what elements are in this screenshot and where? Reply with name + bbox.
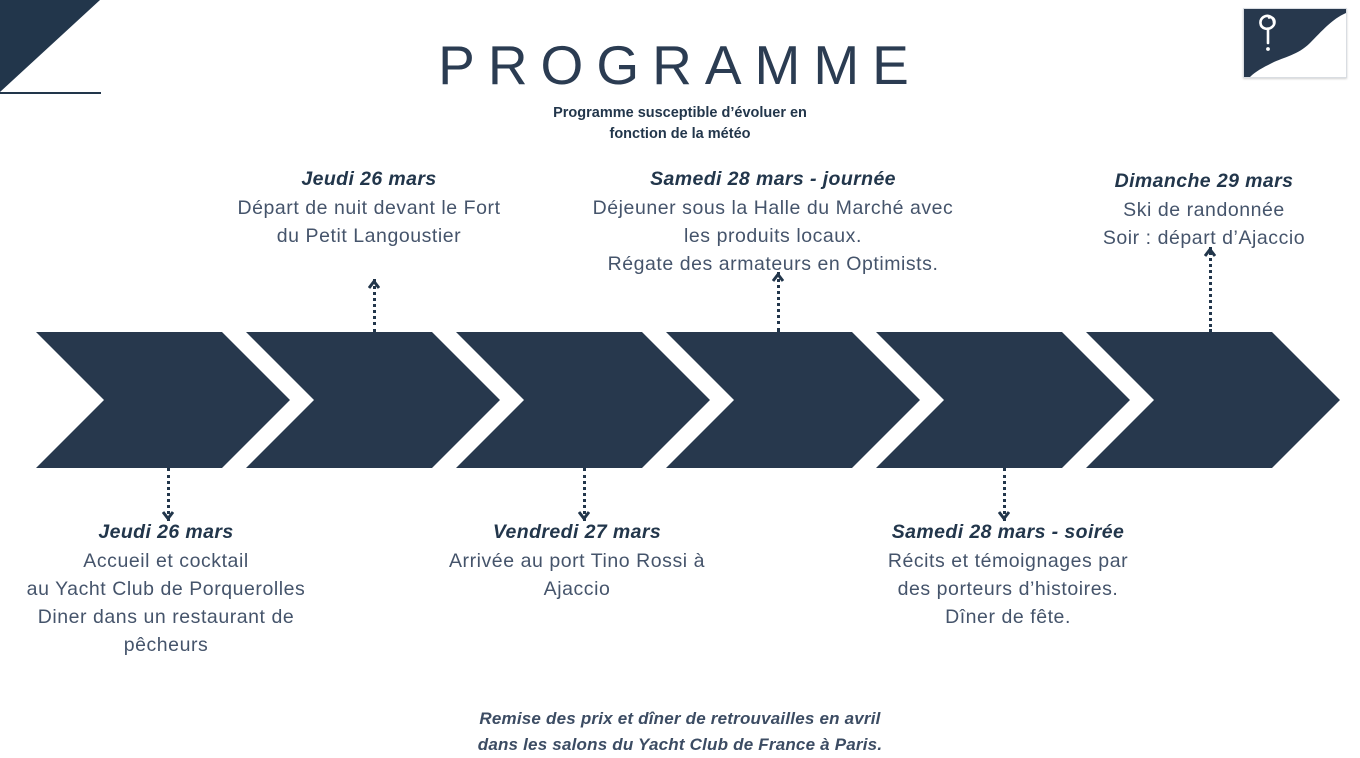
arrow-up-icon xyxy=(1204,247,1216,258)
connector-dotted-line xyxy=(373,279,376,332)
event-line: Arrivée au port Tino Rossi à xyxy=(448,550,705,572)
event-block-above-1: Jeudi 26 mars Départ de nuit devant le F… xyxy=(155,168,583,251)
event-line: Diner dans un restaurant de xyxy=(37,605,295,628)
spiral-question-mark-icon xyxy=(1244,9,1346,77)
event-block-below-1: Jeudi 26 mars Accueil et cocktail au Yac… xyxy=(0,521,372,660)
event-line: du Petit Langoustier xyxy=(276,224,462,247)
event-line: pêcheurs xyxy=(123,633,209,656)
event-heading: Jeudi 26 mars xyxy=(301,168,437,190)
connector-up-3 xyxy=(1204,247,1216,332)
event-block-below-2: Vendredi 27 mars Arrivée au port Tino Ro… xyxy=(390,521,764,604)
event-line: les produits locaux. xyxy=(684,224,862,247)
event-heading: Jeudi 26 mars xyxy=(98,521,234,543)
page-subtitle: Programme susceptible d’évoluer en fonct… xyxy=(430,103,930,145)
event-line: Ajaccio xyxy=(543,577,611,600)
event-line: Régate des armateurs en Optimists. xyxy=(607,252,939,275)
connector-down-1 xyxy=(162,468,174,521)
event-line: au Yacht Club de Porquerolles xyxy=(26,577,306,600)
connector-up-2 xyxy=(772,272,784,332)
event-heading: Samedi 28 mars - journée xyxy=(650,168,896,190)
timeline-chevron-1 xyxy=(36,332,290,468)
connector-down-3 xyxy=(998,468,1010,521)
event-block-below-3: Samedi 28 mars - soirée Récits et témoig… xyxy=(822,521,1194,632)
arrow-down-icon xyxy=(578,510,590,521)
event-line: Ski de randonnée xyxy=(1123,199,1285,221)
event-line: des porteurs d’histoires. xyxy=(897,577,1119,600)
subtitle-line-2: fonction de la météo xyxy=(609,126,751,143)
event-heading: Dimanche 29 mars xyxy=(1114,170,1294,192)
arrow-up-icon xyxy=(368,279,380,290)
connector-dotted-line xyxy=(1003,468,1006,521)
arrow-down-icon xyxy=(162,510,174,521)
footer-line-1: Remise des prix et dîner de retrouvaille… xyxy=(479,709,881,728)
event-line: Récits et témoignages par xyxy=(887,550,1129,572)
page-title: PROGRAMME xyxy=(438,34,922,96)
yacht-club-spiral-logo xyxy=(1243,8,1347,78)
event-heading: Vendredi 27 mars xyxy=(492,521,662,543)
arrow-up-icon xyxy=(772,272,784,283)
corner-rule-decoration xyxy=(0,92,101,94)
footer-line-2: dans les salons du Yacht Club de France … xyxy=(477,734,883,754)
connector-up-1 xyxy=(368,279,380,332)
connector-dotted-line xyxy=(777,272,780,332)
footer-note: Remise des prix et dîner de retrouvaille… xyxy=(330,706,1030,757)
subtitle-line-1: Programme susceptible d’évoluer en xyxy=(553,105,807,121)
event-block-above-3: Dimanche 29 mars Ski de randonnée Soir :… xyxy=(1022,170,1360,253)
connector-dotted-line xyxy=(167,468,170,521)
event-heading: Samedi 28 mars - soirée xyxy=(891,521,1125,543)
event-line: Soir : départ d’Ajaccio xyxy=(1102,226,1306,249)
timeline-chevron-band xyxy=(0,332,1360,468)
connector-dotted-line xyxy=(1209,247,1212,332)
event-line: Départ de nuit devant le Fort xyxy=(237,197,501,219)
event-block-above-2: Samedi 28 mars - journée Déjeuner sous l… xyxy=(548,168,998,279)
arrow-down-icon xyxy=(998,510,1010,521)
connector-dotted-line xyxy=(583,468,586,521)
event-line: Dîner de fête. xyxy=(945,605,1071,628)
event-line: Accueil et cocktail xyxy=(83,550,249,572)
connector-down-2 xyxy=(578,468,590,521)
event-line: Déjeuner sous la Halle du Marché avec xyxy=(592,197,954,219)
